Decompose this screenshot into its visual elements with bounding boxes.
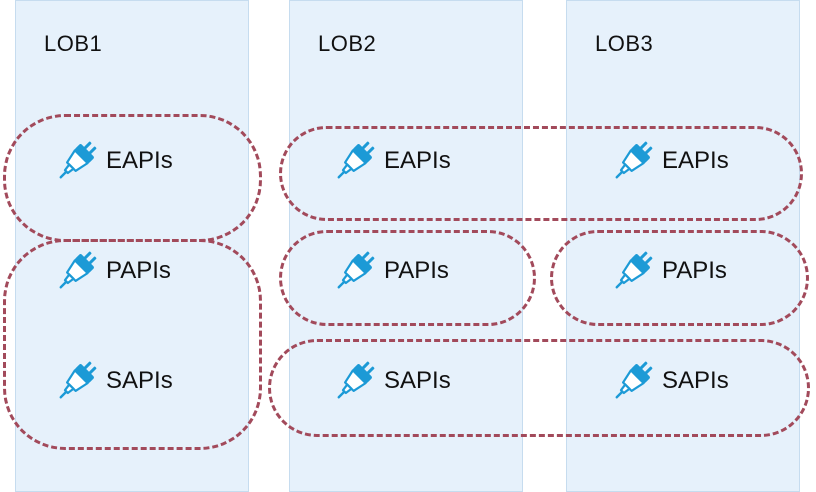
lob3-sapis-label: SAPIs xyxy=(662,367,729,394)
lob2-sapis-label: SAPIs xyxy=(384,367,451,394)
lob1-sapis: SAPIs xyxy=(52,356,173,406)
plug-icon xyxy=(615,141,653,179)
lob3-sapis: SAPIs xyxy=(608,356,729,406)
lob2-eapis: EAPIs xyxy=(330,136,451,186)
plug-icon xyxy=(615,361,653,399)
lob2-eapis-label: EAPIs xyxy=(384,147,451,174)
lob3-eapis: EAPIs xyxy=(608,136,729,186)
lob1-eapis: EAPIs xyxy=(52,136,173,186)
column-title-lob3: LOB3 xyxy=(595,31,654,56)
lob3-papis: PAPIs xyxy=(608,246,727,296)
plug-icon xyxy=(59,361,97,399)
lob1-papis: PAPIs xyxy=(52,246,171,296)
plug-icon xyxy=(615,251,653,289)
lob2-papis: PAPIs xyxy=(330,246,449,296)
column-title-lob1: LOB1 xyxy=(44,31,103,56)
lob3-eapis-label: EAPIs xyxy=(662,147,729,174)
group-lob2-lob3-sapis xyxy=(268,339,810,437)
column-title-lob2: LOB2 xyxy=(318,31,377,56)
group-lob3-papis xyxy=(550,230,809,326)
plug-icon xyxy=(59,141,97,179)
group-lob2-papis xyxy=(279,230,536,326)
lob1-sapis-label: SAPIs xyxy=(106,367,173,394)
group-lob1-papis-sapis xyxy=(3,239,262,450)
lob1-papis-label: PAPIs xyxy=(106,257,171,284)
lob2-papis-label: PAPIs xyxy=(384,257,449,284)
lob1-eapis-label: EAPIs xyxy=(106,147,173,174)
lob2-sapis: SAPIs xyxy=(330,356,451,406)
plug-icon xyxy=(59,251,97,289)
plug-icon xyxy=(337,251,375,289)
plug-icon xyxy=(337,361,375,399)
plug-icon xyxy=(337,141,375,179)
group-lob2-lob3-eapis xyxy=(279,126,803,221)
lob3-papis-label: PAPIs xyxy=(662,257,727,284)
